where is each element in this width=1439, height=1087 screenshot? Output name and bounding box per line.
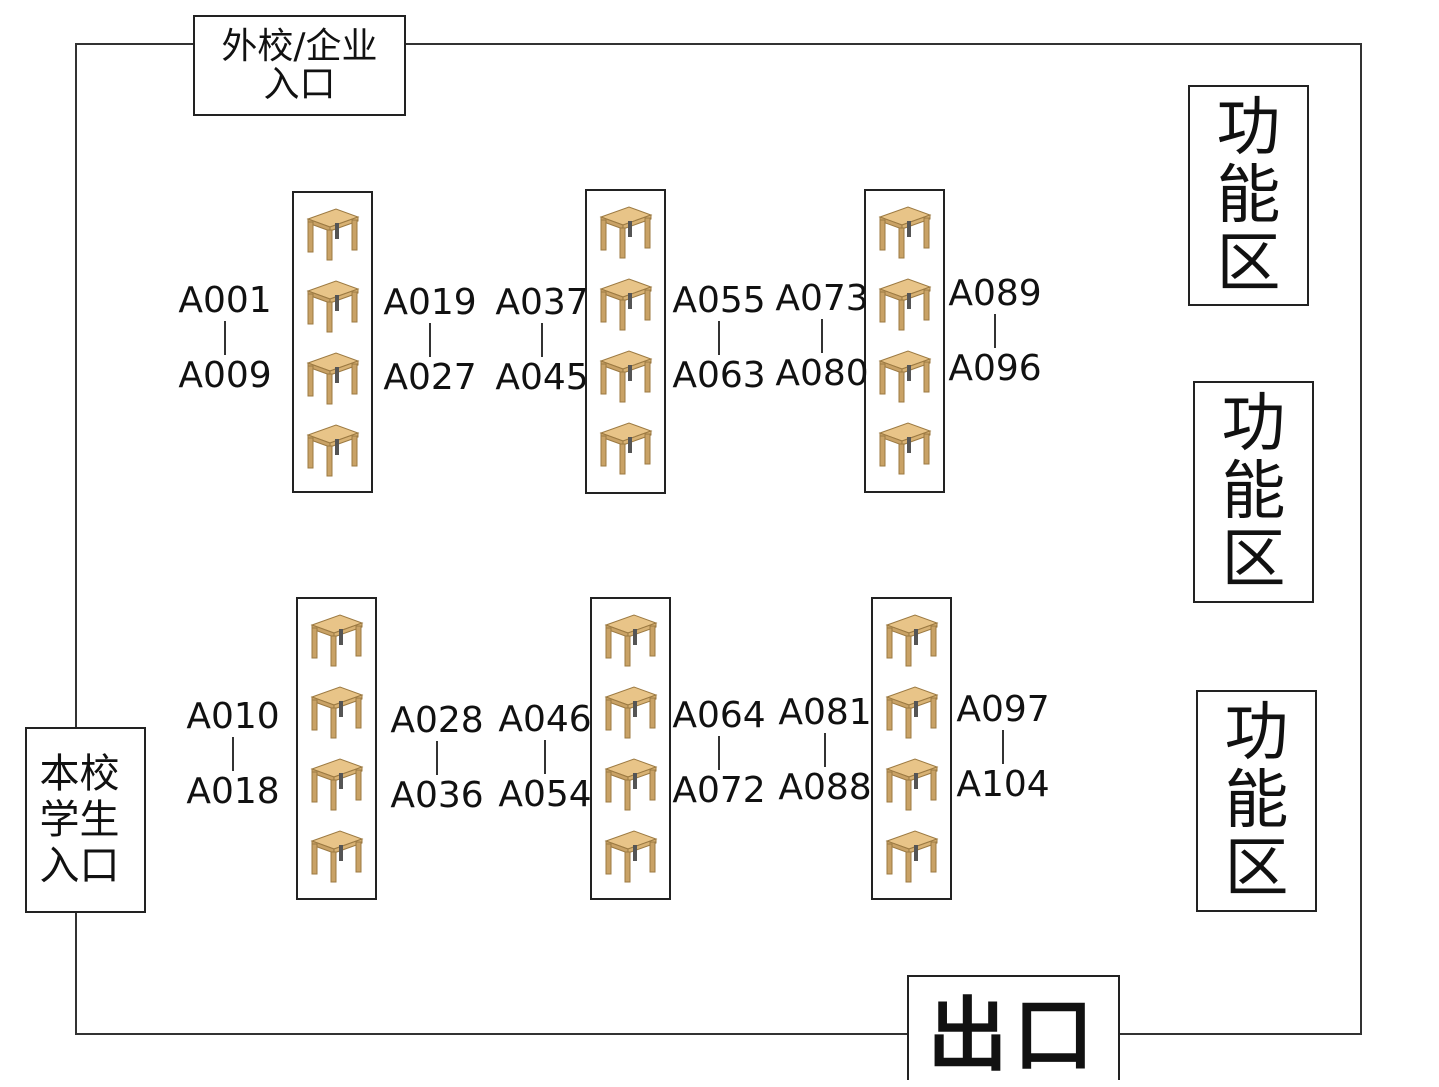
seat-range-start-left: A010 [186,696,280,737]
table-icon[interactable] [302,279,362,335]
seat-range-start-right: A055 [672,280,766,321]
table-icon[interactable] [595,421,655,477]
seat-range-end-left: A045 [495,357,589,398]
seat-range-start-left: A037 [495,282,589,323]
table-icon[interactable] [881,685,941,741]
table-column-3 [864,189,945,493]
table-column-5 [590,597,671,900]
seat-range-start-left: A046 [498,699,592,740]
table-icon[interactable] [595,349,655,405]
range-connector [429,323,431,357]
seat-range-end-left: A018 [186,771,280,812]
seat-range-start-right: A064 [672,695,766,736]
seat-range-start-left: A001 [178,280,272,321]
table-column-2 [585,189,666,494]
table-icon[interactable] [306,829,366,885]
table-column-4 [296,597,377,900]
table-icon[interactable] [874,349,934,405]
table-icon[interactable] [306,757,366,813]
exit: 出口 [907,975,1120,1082]
range-connector [541,323,543,357]
table-icon[interactable] [881,613,941,669]
range-connector [1002,730,1004,764]
external-entrance-line-2: 入口 [263,63,336,105]
table-icon[interactable] [306,613,366,669]
seat-range-start-left: A073 [775,278,869,319]
table-icon[interactable] [600,829,660,885]
table-icon[interactable] [874,277,934,333]
table-icon[interactable] [600,757,660,813]
table-icon[interactable] [881,757,941,813]
function-area-label: 功能区 [1216,90,1281,301]
seat-range-end-left: A054 [498,774,592,815]
range-connector [544,740,546,774]
table-icon[interactable] [302,423,362,479]
table-icon[interactable] [874,205,934,261]
range-connector [824,733,826,767]
range-connector [718,321,720,355]
range-connector [224,321,226,355]
exit-label: 出口 [927,988,1100,1082]
range-connector [232,737,234,771]
seat-range-end-right: A063 [672,355,766,396]
internal-entrance-label: 本校学生入口 [39,751,120,889]
hall-outline [75,43,1362,1035]
seat-range-start-right: A019 [383,282,477,323]
table-icon[interactable] [306,685,366,741]
function-area-label: 功能区 [1224,696,1289,906]
function-area-2: 功能区 [1193,381,1314,603]
range-connector [994,314,996,348]
range-connector [718,736,720,770]
function-area-3: 功能区 [1196,690,1317,912]
table-icon[interactable] [881,829,941,885]
seat-range-start-left: A081 [778,692,872,733]
table-icon[interactable] [302,351,362,407]
seat-range-end-right: A027 [383,357,477,398]
table-icon[interactable] [600,613,660,669]
seat-range-start-right: A089 [948,273,1042,314]
seat-range-end-right: A096 [948,348,1042,389]
range-connector [436,741,438,775]
seat-range-end-left: A088 [778,767,872,808]
seat-range-end-right: A104 [956,764,1050,805]
seat-range-end-right: A036 [390,775,484,816]
function-area-label: 功能区 [1221,387,1286,597]
table-icon[interactable] [600,685,660,741]
table-icon[interactable] [595,277,655,333]
seat-range-start-right: A028 [390,700,484,741]
table-column-1 [292,191,373,493]
range-connector [821,319,823,353]
external-entrance: 外校/企业 入口 [193,15,406,116]
table-icon[interactable] [302,207,362,263]
seat-range-start-right: A097 [956,689,1050,730]
seat-range-end-right: A072 [672,770,766,811]
internal-entrance: 本校学生入口 [25,727,146,913]
table-column-6 [871,597,952,900]
table-icon[interactable] [595,205,655,261]
external-entrance-line-1: 外校/企业 [221,25,378,67]
function-area-1: 功能区 [1188,85,1309,306]
seat-range-end-left: A009 [178,355,272,396]
table-icon[interactable] [874,421,934,477]
seat-range-end-left: A080 [775,353,869,394]
